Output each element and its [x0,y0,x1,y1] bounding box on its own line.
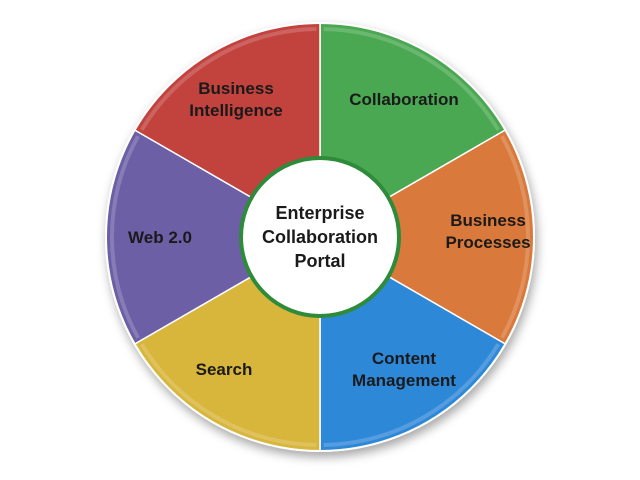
segment-highlight [323,343,501,447]
segment-label: Web 2.0 [128,228,192,247]
segment-label-line: Processes [445,233,530,252]
segment-label-line: Content [372,349,437,368]
center-title-line: Collaboration [262,227,378,247]
segment-highlight [139,27,317,131]
segment-label: Collaboration [349,90,459,109]
center-title-line: Portal [294,251,345,271]
segment-highlight [323,27,501,131]
segment-label-line: Collaboration [349,90,459,109]
center-title-line: Enterprise [275,203,364,223]
segment-label: Search [196,360,253,379]
center-circle [239,156,401,318]
wheel-rim [105,22,535,452]
segment-highlight [139,343,317,447]
segment-highlight [110,135,140,339]
segment-label-line: Search [196,360,253,379]
segment-label-line: Intelligence [189,101,283,120]
segment-label-line: Management [352,371,456,390]
segment-label-line: Web 2.0 [128,228,192,247]
segment-label-line: Business [450,211,526,230]
segment-label-line: Business [198,79,274,98]
segment-highlight [500,135,530,339]
